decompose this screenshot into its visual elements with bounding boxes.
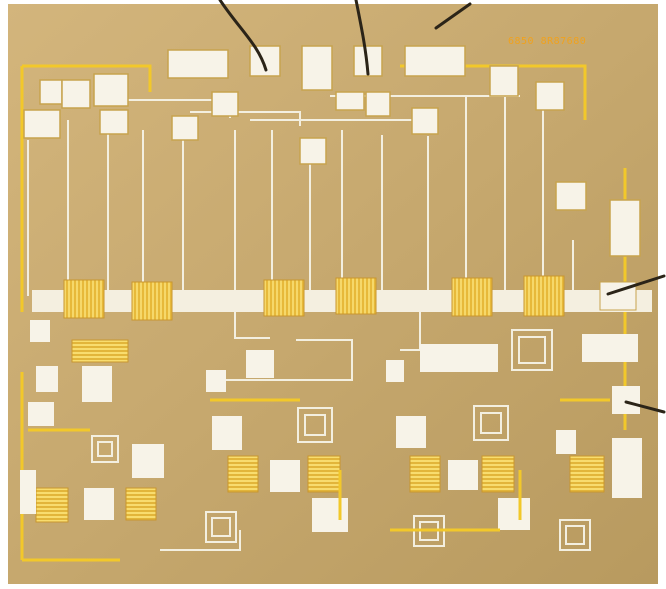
center-lower-block [160, 350, 348, 551]
right-lower-block [386, 329, 642, 551]
left-lower-block [20, 320, 164, 523]
lower-gold-traces [28, 398, 610, 532]
top-bond-pads [23, 45, 641, 257]
bond-wires [218, 0, 666, 414]
chip-label: 6850 8R87680 [508, 36, 586, 47]
transistor-row [32, 275, 652, 321]
